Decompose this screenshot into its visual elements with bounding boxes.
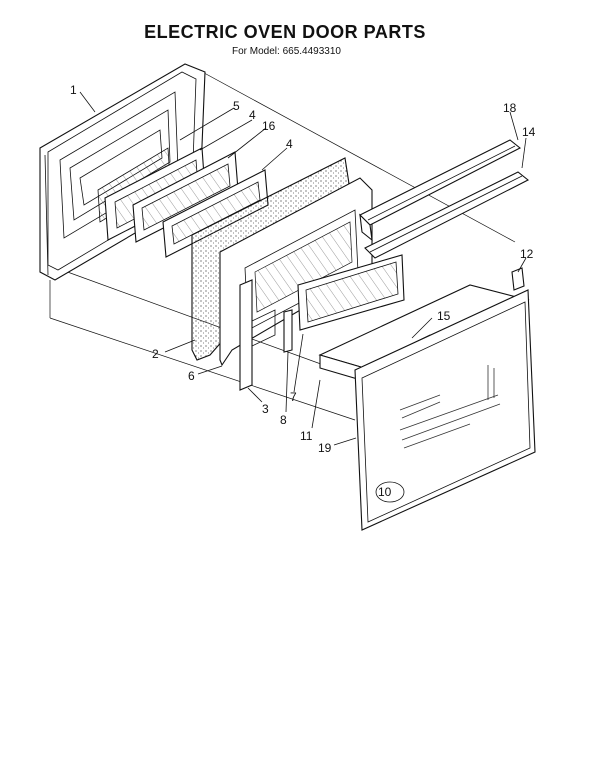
callout-3: 3 bbox=[262, 402, 269, 416]
callout-15: 15 bbox=[437, 309, 451, 323]
part-18-top-trim bbox=[359, 139, 522, 242]
callout-6: 6 bbox=[188, 369, 195, 383]
part-8-hinge bbox=[283, 309, 293, 353]
callout-16: 16 bbox=[262, 119, 276, 133]
part-19-door-face bbox=[354, 289, 536, 531]
callout-2: 2 bbox=[152, 347, 159, 361]
callout-4b: 4 bbox=[286, 137, 293, 151]
callout-10: 10 bbox=[378, 485, 392, 499]
callout-8: 8 bbox=[280, 413, 287, 427]
part-3-side-strip bbox=[239, 279, 253, 391]
callout-5: 5 bbox=[233, 99, 240, 113]
part-14-top-cap bbox=[364, 171, 530, 259]
callout-4a: 4 bbox=[249, 108, 256, 122]
callout-1: 1 bbox=[70, 83, 77, 97]
page-title: ELECTRIC OVEN DOOR PARTS bbox=[144, 22, 426, 42]
part-7-window-glass bbox=[297, 254, 405, 331]
callout-19: 19 bbox=[318, 441, 332, 455]
callout-18: 18 bbox=[503, 101, 517, 115]
callout-7: 7 bbox=[290, 390, 297, 404]
callout-14: 14 bbox=[522, 125, 536, 139]
callout-12: 12 bbox=[520, 247, 534, 261]
callout-11: 11 bbox=[300, 429, 313, 443]
part-12-clip bbox=[511, 267, 525, 291]
leader-lines bbox=[79, 91, 527, 446]
model-subtitle: For Model: 665.4493310 bbox=[232, 46, 341, 57]
